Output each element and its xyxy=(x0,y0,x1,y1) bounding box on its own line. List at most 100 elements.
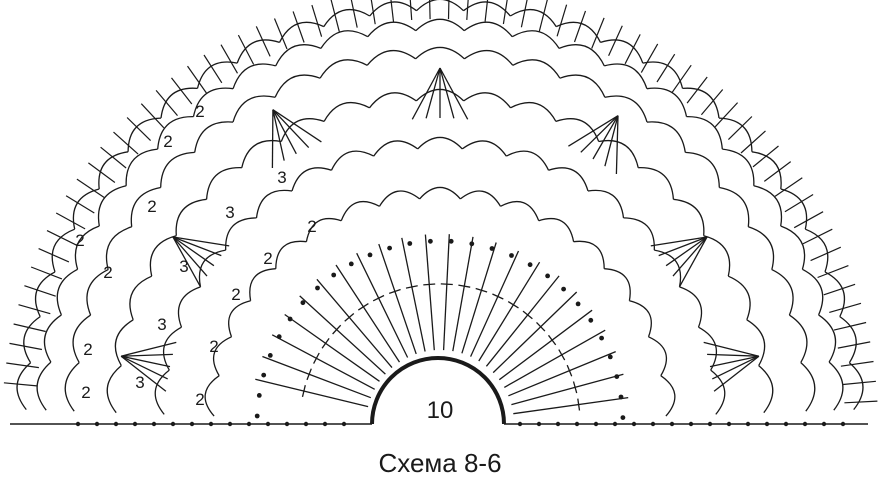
stitch-crossbar xyxy=(440,283,453,286)
chain-arch xyxy=(378,190,420,207)
stitch-spoke xyxy=(262,355,372,399)
chain-arch xyxy=(56,268,78,316)
chain-arch xyxy=(728,275,751,321)
chain-arch xyxy=(129,275,152,321)
center-ring xyxy=(370,356,506,425)
chain-arch xyxy=(789,314,808,363)
chain-count-label: 2 xyxy=(195,390,204,409)
chain-dot xyxy=(536,421,542,427)
chain-arch xyxy=(366,50,416,66)
chain-arch xyxy=(274,74,321,98)
cluster-stitch xyxy=(658,236,708,257)
chain-arch xyxy=(114,319,134,366)
chain-arch xyxy=(558,44,605,67)
chain-arch xyxy=(305,217,342,242)
chain-dot xyxy=(303,421,309,427)
cluster-stitch xyxy=(272,109,297,155)
cluster-stitch xyxy=(709,355,760,368)
chain-count-label: 2 xyxy=(103,263,112,282)
border-stitch xyxy=(656,53,676,83)
chain-count-label: 2 xyxy=(307,217,316,236)
center-label: 10 xyxy=(427,397,454,424)
chain-count-label: 2 xyxy=(209,337,218,356)
stitch-spoke xyxy=(335,264,401,363)
border-stitch xyxy=(714,102,739,128)
border-stitch xyxy=(608,25,623,57)
border-stitch xyxy=(55,212,86,230)
border-stitch xyxy=(311,4,323,37)
border-stitch xyxy=(700,89,724,116)
chain-count-label: 2 xyxy=(75,231,84,250)
chain-arch xyxy=(839,316,857,364)
chain-dot xyxy=(620,415,626,420)
chain-arch xyxy=(824,271,846,317)
pattern-rows xyxy=(16,0,864,420)
border-stitch xyxy=(100,146,127,169)
chain-arch xyxy=(598,139,639,168)
border-stitch xyxy=(844,400,878,404)
stitch-spoke xyxy=(356,252,409,358)
chain-arch xyxy=(710,369,726,415)
chain-arch xyxy=(23,316,41,364)
chain-arch xyxy=(198,249,226,288)
chain-dot xyxy=(256,393,262,398)
chain-arch xyxy=(160,151,195,188)
stitch-spoke xyxy=(452,236,474,352)
cluster-stitch xyxy=(604,115,619,167)
chain-arch xyxy=(275,240,307,269)
chain-dot xyxy=(631,421,637,427)
border-stitch xyxy=(829,302,862,313)
chain-dot xyxy=(300,300,306,306)
chain-dot xyxy=(555,421,561,427)
border-stitch xyxy=(833,321,867,331)
chain-count-label: 2 xyxy=(81,383,90,402)
chain-arch xyxy=(623,217,655,251)
chain-dot xyxy=(561,286,566,292)
chain-dot xyxy=(367,252,373,258)
chain-arch xyxy=(72,188,100,230)
chain-arch xyxy=(719,186,750,227)
chain-dot xyxy=(189,421,195,427)
chain-dot xyxy=(315,285,320,291)
chain-arch xyxy=(548,167,589,192)
chain-arch xyxy=(654,249,682,288)
cluster-stitch xyxy=(121,353,173,357)
chain-arch xyxy=(638,167,675,200)
chain-arch xyxy=(323,101,370,122)
border-stitch xyxy=(447,0,450,20)
chain-dot xyxy=(517,421,523,427)
chain-arch xyxy=(415,46,465,60)
stitch-crossbar xyxy=(405,285,418,289)
chain-arch xyxy=(464,50,514,66)
border-stitch xyxy=(255,26,271,57)
chain-arch xyxy=(320,30,369,49)
stitch-spoke xyxy=(508,350,616,397)
stitch-crossbar xyxy=(344,313,355,322)
stitch-spoke xyxy=(299,295,386,375)
chain-dot xyxy=(284,421,290,427)
border-stitch xyxy=(155,90,178,116)
chain-arch xyxy=(72,314,91,363)
cluster-stitch xyxy=(172,236,230,247)
chain-arch xyxy=(805,228,829,273)
border-stitch xyxy=(88,162,116,183)
chain-arch xyxy=(415,18,465,32)
stitch-crossbar xyxy=(566,364,573,377)
border-stitch xyxy=(840,360,874,367)
border-stitch xyxy=(18,304,51,315)
chain-count-label: 3 xyxy=(225,203,234,222)
stitch-crossbar xyxy=(313,352,320,364)
stitch-spoke xyxy=(511,373,624,406)
chain-arch xyxy=(510,101,557,122)
stitch-spoke xyxy=(271,334,376,390)
chain-arch xyxy=(368,92,417,109)
stitch-crossbar xyxy=(458,284,471,288)
chain-arch xyxy=(686,115,723,150)
stitch-crossbar xyxy=(522,310,533,320)
chain-arch xyxy=(16,362,32,411)
border-stitch xyxy=(727,116,753,141)
chain-dot xyxy=(669,421,675,427)
stitch-spoke xyxy=(378,243,417,355)
chain-dot xyxy=(607,354,613,360)
chain-arch xyxy=(604,63,648,89)
